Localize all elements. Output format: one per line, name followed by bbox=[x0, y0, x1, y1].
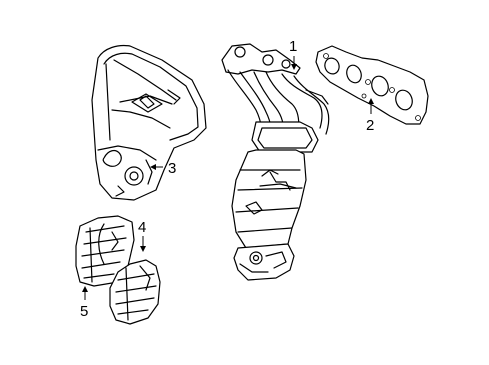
callout-1: 1 bbox=[289, 38, 297, 55]
exhaust-manifold-converter bbox=[221, 43, 330, 281]
manifold-gasket bbox=[315, 45, 429, 125]
leader-lines bbox=[82, 56, 374, 300]
heat-shield-upper bbox=[91, 44, 207, 201]
callout-2: 2 bbox=[366, 117, 374, 134]
lower-shield-left bbox=[75, 215, 135, 287]
callout-4: 4 bbox=[138, 219, 146, 236]
callout-5: 5 bbox=[80, 303, 88, 320]
lower-shield-right bbox=[109, 259, 161, 325]
callout-3: 3 bbox=[168, 160, 176, 177]
